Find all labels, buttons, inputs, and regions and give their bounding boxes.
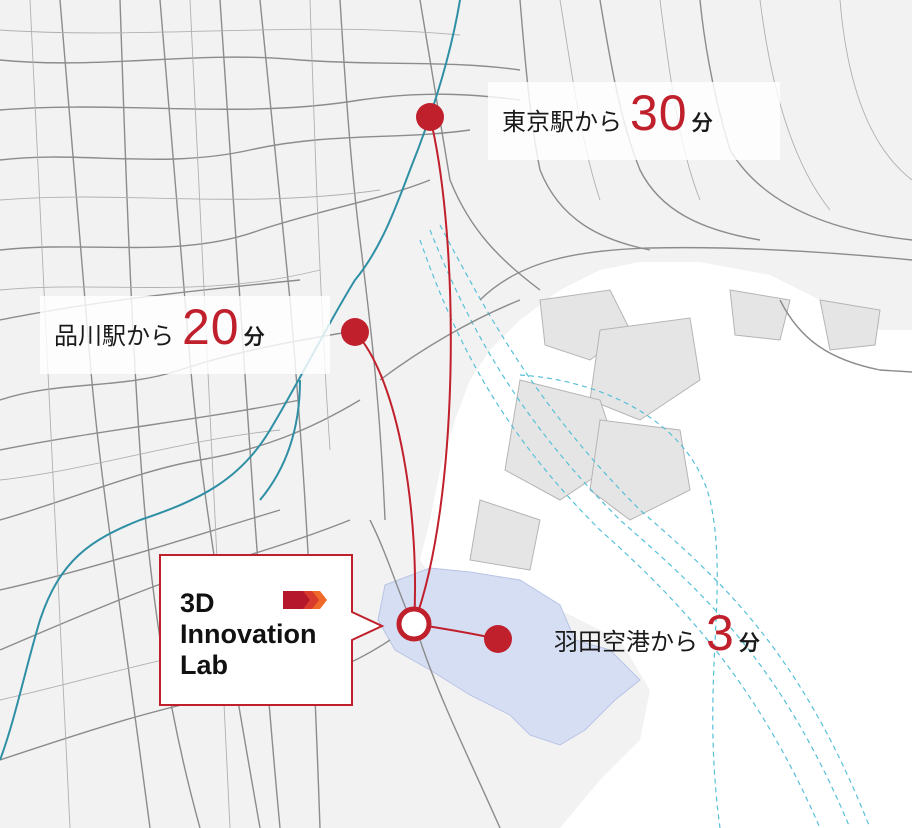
shipping-lanes [419, 224, 871, 828]
haneda-label-minutes: 3 [706, 605, 735, 661]
islands [469, 289, 881, 571]
shinagawa-station-marker[interactable] [341, 318, 369, 346]
lab-callout-box [159, 554, 385, 706]
tokyo-label-unit: 分 [691, 111, 713, 135]
haneda-airport-label: 羽田空港から 3 分 [540, 602, 774, 666]
shinagawa-label-unit: 分 [243, 325, 265, 349]
tokyo-label-minutes: 30 [630, 85, 688, 141]
lab-logo-icon [283, 591, 327, 609]
shinagawa-station-label: 品川駅から 20 分 [40, 296, 330, 374]
lab-name-line3: Lab [180, 650, 229, 680]
lab-location-marker[interactable] [396, 606, 432, 642]
lab-name-line2: Innovation [180, 619, 317, 649]
tokyo-station-label: 東京駅から 30 分 [488, 82, 780, 160]
route-shinagawa [354, 331, 417, 625]
shinagawa-label-minutes: 20 [182, 299, 240, 355]
shinagawa-label-prefix: 品川駅から [54, 322, 174, 350]
tokyo-label-prefix: 東京駅から [502, 108, 622, 136]
lab-name-line1: 3D [180, 588, 215, 618]
haneda-airport-marker[interactable] [484, 625, 512, 653]
airport-area [377, 567, 641, 746]
lab-callout-text: 3D Innovation Lab [180, 588, 317, 681]
haneda-label-unit: 分 [738, 631, 760, 655]
tokyo-station-marker[interactable] [416, 103, 444, 131]
route-tokyo [413, 116, 452, 625]
haneda-label-prefix: 羽田空港から [554, 628, 698, 656]
rail-lines [0, 0, 461, 761]
